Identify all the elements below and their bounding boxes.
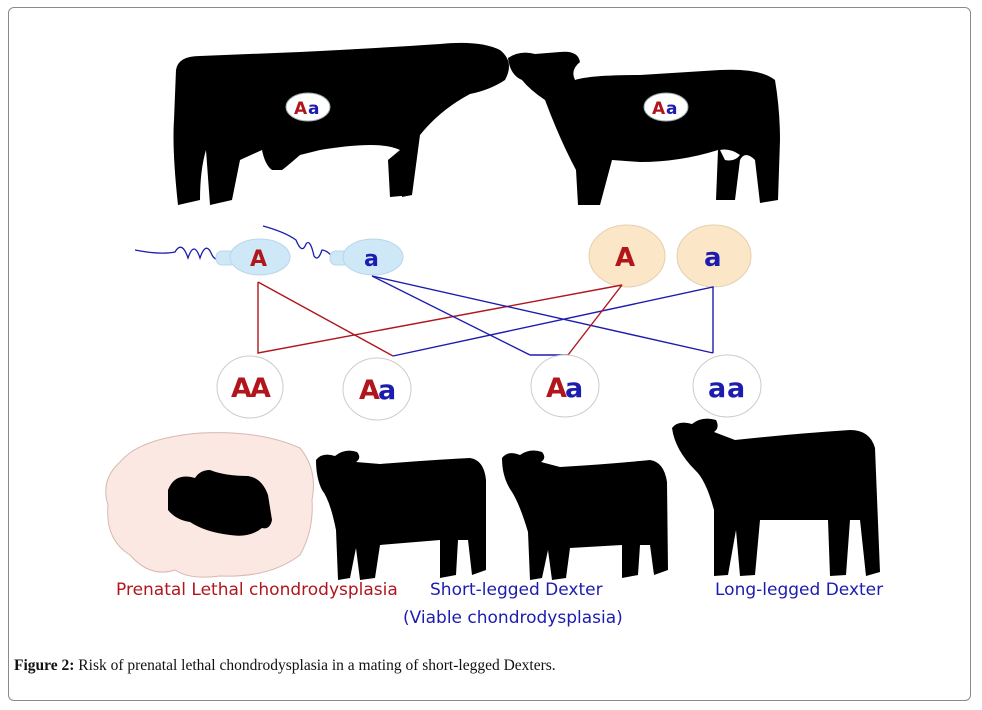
svg-text:a: a xyxy=(565,373,583,404)
svg-text:a: a xyxy=(364,247,379,272)
figure-frame xyxy=(8,7,971,701)
svg-text:a: a xyxy=(727,373,745,404)
sperm-A: A xyxy=(215,238,291,276)
svg-text:A: A xyxy=(294,99,308,119)
svg-text:A: A xyxy=(250,247,267,272)
offspring-aa: a a xyxy=(692,354,762,418)
figure-number: Figure 2: xyxy=(14,657,75,674)
svg-text:a: a xyxy=(378,375,396,406)
svg-text:a: a xyxy=(308,99,319,119)
svg-text:A: A xyxy=(359,375,380,406)
short-legged-label: Short-legged Dexter xyxy=(430,580,603,600)
svg-text:a: a xyxy=(704,243,722,273)
bull-genotype-badge: A a xyxy=(285,92,331,122)
egg-a: a xyxy=(676,224,752,288)
short-legged-sublabel: (Viable chondrodysplasia) xyxy=(403,608,623,628)
svg-text:A: A xyxy=(615,243,635,273)
svg-text:A: A xyxy=(546,373,567,404)
sperm-tail-A xyxy=(134,246,223,261)
caption-text: Risk of prenatal lethal chondrodysplasia… xyxy=(74,657,556,674)
lethal-fetus-icon xyxy=(105,432,314,578)
offspring-Aa-2: A a xyxy=(530,354,600,418)
sperm-a: a xyxy=(329,238,404,276)
cross-lines xyxy=(257,275,714,357)
svg-text:A: A xyxy=(250,373,271,404)
long-legged-calf-icon xyxy=(672,418,880,576)
svg-text:A: A xyxy=(652,99,666,119)
figure-caption: Figure 2: Risk of prenatal lethal chondr… xyxy=(14,657,556,675)
svg-text:A: A xyxy=(231,373,252,404)
cow-genotype-badge: A a xyxy=(643,92,689,122)
bull-silhouette-icon xyxy=(173,42,509,205)
offspring-Aa-1: A a xyxy=(342,357,412,421)
long-legged-label: Long-legged Dexter xyxy=(715,580,884,600)
short-legged-calf-icon xyxy=(502,450,668,580)
egg-A: A xyxy=(588,224,666,288)
short-legged-calf-icon xyxy=(316,450,486,580)
lethal-label: Prenatal Lethal chondrodysplasia xyxy=(116,580,398,600)
offspring-AA: A A xyxy=(216,355,284,419)
svg-text:a: a xyxy=(666,99,677,119)
svg-text:a: a xyxy=(708,373,726,404)
cow-silhouette-icon xyxy=(508,51,780,205)
sperm-tail-a xyxy=(262,225,333,259)
